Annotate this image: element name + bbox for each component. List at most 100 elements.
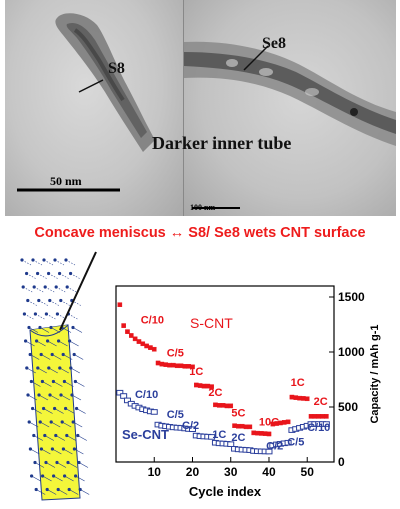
carbon-bond [66,435,76,441]
s-cnt-point [197,383,203,388]
carbon-bond [53,381,63,387]
carbon-bond [40,421,50,428]
s-cnt-point [194,382,199,388]
carbon-bond [71,394,82,401]
s-cnt-point [266,431,272,437]
rate-label: C/5 [167,347,184,359]
carbon-bond [55,435,65,441]
tem-image-s8 [5,0,183,216]
carbon-bond [41,354,51,360]
s-cnt-point [262,431,268,436]
carbon-lattice [20,258,90,495]
cnt-schematic [20,251,97,501]
s-cnt-point [289,394,295,400]
se-cnt-point [188,426,196,433]
s-cnt-point [301,396,306,401]
s-cnt-point [117,302,123,308]
x-tick-label: 50 [301,465,315,479]
rate-label: C/2 [182,420,199,432]
carbon-bond [27,300,37,306]
carbon-bond [69,489,79,495]
x-tick-label: 10 [148,465,162,479]
carbon-bond [26,367,36,374]
se-cnt-point [322,421,330,427]
carbon-bond [72,327,83,333]
se-cnt-point [150,409,158,415]
s-cnt-point [182,364,188,369]
plot-area [115,285,335,463]
carbon-bond [27,394,38,401]
carbon-bond [59,367,69,374]
carbon-bond [70,367,80,374]
carbon-bond [62,421,72,428]
scale-left-label: 50 nm [50,174,82,188]
carbon-bond [64,475,74,482]
carbon-bond [42,475,52,482]
s-cnt-point [224,403,230,409]
carbon-bond [47,340,57,347]
s-cnt-point [316,414,322,419]
rate-label: C/5 [287,437,304,449]
carbon-bond [75,381,85,387]
rate-label: 5C [231,407,245,419]
carbon-bond [42,381,52,387]
rate-label: 2C [231,432,245,444]
carbon-bond [44,435,54,441]
carbon-bond [28,327,39,333]
s-cnt-point [320,414,325,419]
rate-label: C/10 [307,422,330,434]
carbon-bond [77,435,87,441]
rate-label: 1C [291,377,305,389]
nanotube-se8-drawing [184,41,396,209]
carbon-bond [51,421,61,428]
carbon-bond [24,313,34,320]
se-cnt-point [227,441,235,447]
s-cnt-point [151,346,157,352]
carbon-bond [33,435,43,441]
s-cnt-point [304,396,310,402]
s-cnt-point [281,420,287,425]
series-label-se-cnt: Se-CNT [122,427,169,442]
s-cnt-point [174,363,180,369]
carbon-bond [56,462,67,468]
carbon-bond [48,367,58,374]
x-axis-label: Cycle index [189,484,262,499]
rate-label: C/10 [135,389,158,401]
s-cnt-point [201,383,207,389]
carbon-bond [69,340,79,347]
carbon-bond [73,421,83,428]
axis-ticks [153,296,334,463]
s-cnt-point [251,430,256,436]
y-tick-label: 500 [338,400,358,414]
se-cnt-point [123,397,131,404]
rate-label: 2C [314,396,328,408]
carbon-bond [49,394,60,401]
rate-label: C/2 [266,440,283,452]
y-tick-label: 1500 [338,290,365,304]
tem-image-se8 [183,0,396,216]
x-tick-label: 40 [262,465,276,479]
s-cnt-point [312,414,318,419]
s-cnt-point [239,423,245,429]
s-cnt-point [132,336,138,342]
s-cnt-point [232,423,237,429]
s8-label: S8 [108,60,125,77]
data-marks [116,302,330,455]
carbon-bond [34,462,45,468]
carbon-bond [30,448,40,455]
carbon-bond [47,489,57,495]
carbon-bond [76,408,86,414]
rate-label: 1C [212,429,226,441]
s-cnt-point [171,362,176,368]
carbon-bond [43,408,53,414]
s-cnt-point [228,403,234,409]
s-cnt-point [324,414,329,419]
s-cnt-point [163,362,169,367]
se-cnt-point [265,448,273,455]
carbon-bond [63,448,73,455]
carbon-bond [31,475,41,482]
s-cnt-point [293,395,299,400]
darker-inner-tube-label: Darker inner tube [152,133,292,153]
carbon-bond [37,367,47,374]
